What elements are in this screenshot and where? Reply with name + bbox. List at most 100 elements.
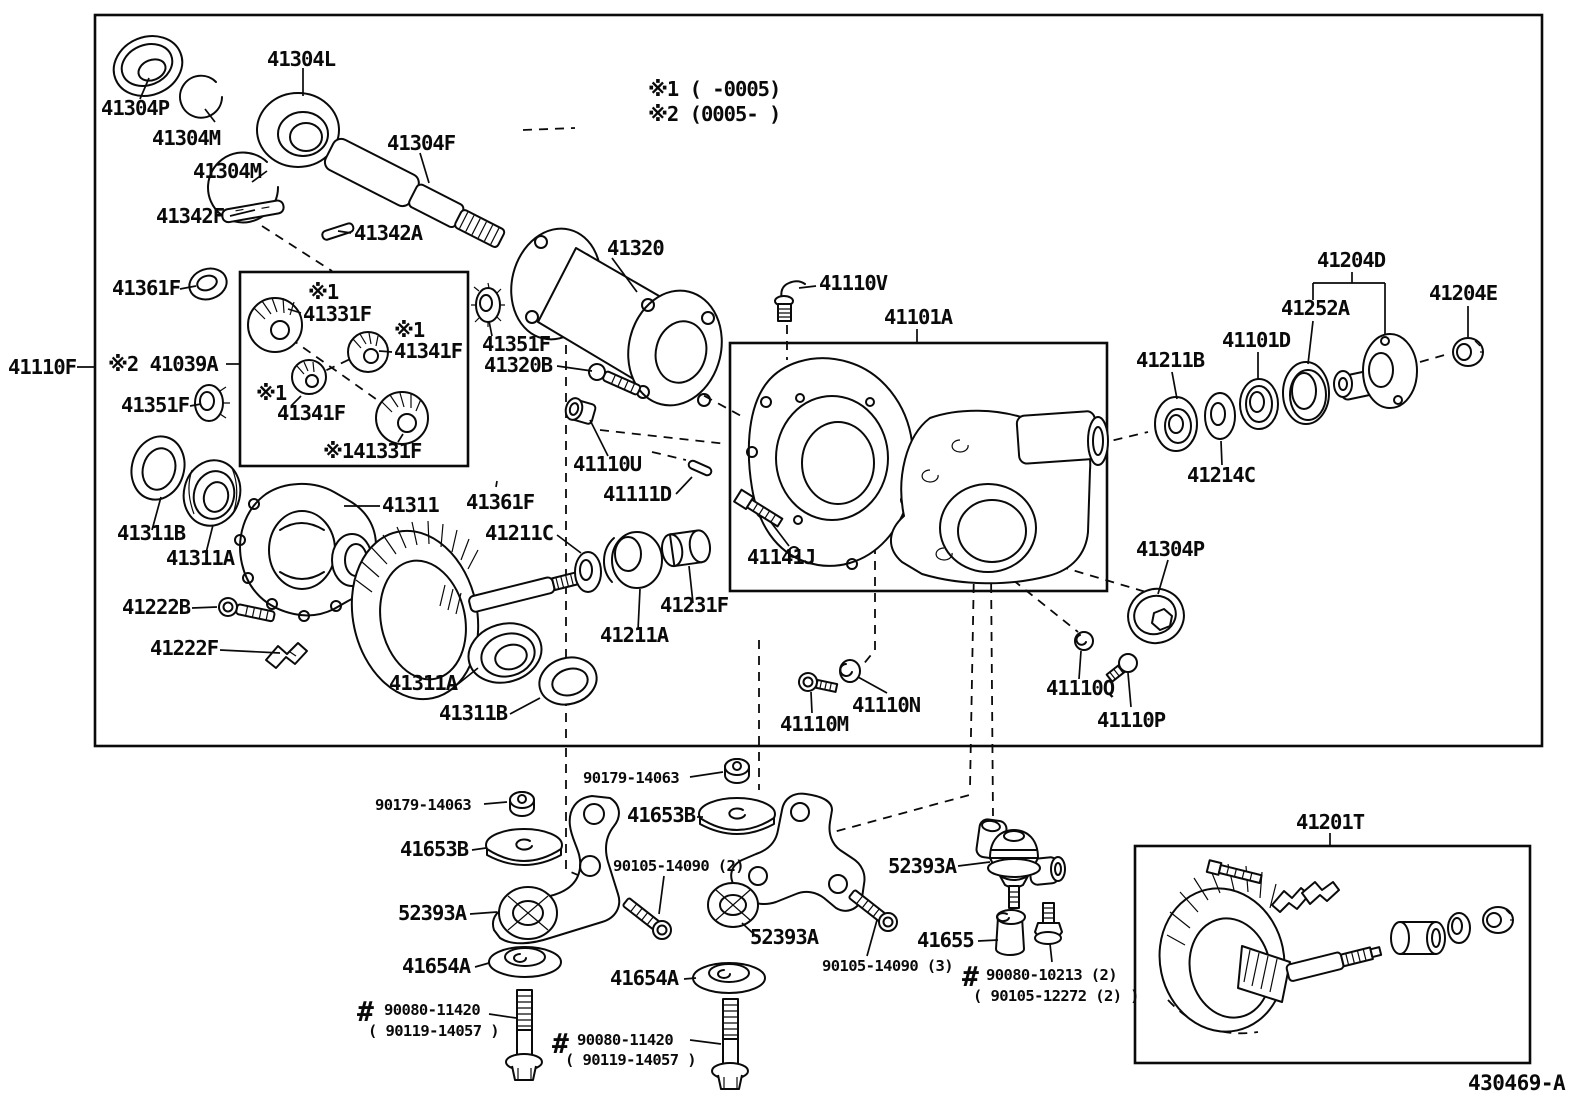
label-41311: 41311 <box>382 493 439 517</box>
label-41331F-1: 41331F <box>303 302 372 326</box>
drawing-pin-41342A <box>321 222 355 241</box>
label-41110F: 41110F <box>8 355 77 379</box>
drawing-flanged-tube-41320 <box>510 227 723 407</box>
label-52393A-middle: 52393A <box>750 925 820 949</box>
drawing-washer-41654A-right <box>692 962 766 994</box>
label-ref1-a: ※1 <box>308 280 339 304</box>
label-41110N: 41110N <box>852 693 921 717</box>
drawing-cushion-41653B-left <box>485 828 563 866</box>
note-line-1: ※1 ( -0005) <box>648 77 780 101</box>
label-41039A: ※2 41039A <box>108 352 219 376</box>
drawing-ball-joint-52393A <box>975 818 1066 909</box>
label-41654A-right: 41654A <box>610 966 680 990</box>
drawing-nut-90179-left <box>509 791 535 817</box>
drawing-cushion-41653B-right <box>698 797 776 835</box>
label-41110P: 41110P <box>1097 708 1166 732</box>
drawing-snapring-small-41304M <box>179 74 223 119</box>
drawing-bearing-41304L <box>256 92 340 168</box>
label-41231F: 41231F <box>660 593 729 617</box>
label-41304L: 41304L <box>267 47 336 71</box>
label-90080-11420-left: 90080-11420 <box>384 1001 480 1019</box>
drawing-washer-41654A-left <box>488 946 562 978</box>
label-90105-14090-2: 90105-14090 (2) <box>613 857 744 875</box>
label-41211A: 41211A <box>600 623 670 647</box>
label-hash-c: # <box>962 960 979 993</box>
drawing-kit-spacer <box>1390 921 1446 955</box>
drawing-bearing-41311A-a <box>182 459 242 527</box>
label-hash-b: # <box>552 1027 569 1060</box>
label-52393A-left: 52393A <box>398 901 468 925</box>
drawing-nut-41110N <box>839 659 861 683</box>
drawing-seal-41101D <box>1239 378 1279 430</box>
label-41141J: 41141J <box>747 545 815 569</box>
drawing-number: 430469-A <box>1468 1071 1566 1095</box>
label-90080-11420-right: 90080-11420 <box>577 1031 673 1049</box>
drawing-bolt-90105-left <box>622 897 672 940</box>
label-41341F-1: 41341F <box>394 339 463 363</box>
drawing-seal-41311B-b <box>538 656 598 706</box>
leader-lines <box>77 68 1469 1045</box>
label-90119-14057-left: ( 90119-14057 ) <box>368 1022 499 1040</box>
label-90080-10213: 90080-10213 (2) <box>986 966 1117 984</box>
drawing-nut-41110Q <box>1074 631 1094 651</box>
label-41320: 41320 <box>607 236 664 260</box>
label-41204E: 41204E <box>1429 281 1497 305</box>
note-line-2: ※2 (0005- ) <box>648 102 780 126</box>
spider-gear-kit-box <box>238 270 470 468</box>
drawing-shim-41351F-a <box>194 384 230 422</box>
drawing-kit-lock-plates <box>1271 881 1340 913</box>
label-ref1-c: ※1 <box>256 381 287 405</box>
drawing-bolt-41320B <box>588 363 642 396</box>
drawing-kit-pinion-41201T <box>1237 945 1383 1003</box>
label-41311A-2: 41311A <box>389 671 459 695</box>
label-41111D: 41111D <box>603 482 672 506</box>
label-41211C: 41211C <box>485 521 553 545</box>
label-41101D: 41101D <box>1222 328 1291 352</box>
label-90179-14063-left: 90179-14063 <box>375 796 471 814</box>
label-41214C: 41214C <box>1187 463 1255 487</box>
drawing-bolt-90105-right <box>847 888 898 932</box>
drawing-carrier-housing-41101A <box>890 409 1109 585</box>
drawing-bolt-41110M <box>798 672 839 693</box>
drawing-sleeve-41655 <box>995 909 1026 956</box>
label-41341F-2: 41341F <box>277 401 346 425</box>
label-41653B-left: 41653B <box>400 837 469 861</box>
drawing-washer-41361F-a <box>188 267 228 301</box>
label-41304P-top: 41304P <box>101 96 170 120</box>
drawing-seal-41304P-bottom <box>1127 587 1185 645</box>
drawing-carrier-cover-41101A <box>746 357 915 570</box>
drawing-bolt-90080-11420-left <box>505 989 543 1081</box>
drawing-bolt-41141J <box>733 488 784 528</box>
main-assembly-box <box>93 13 1544 748</box>
label-41222B: 41222B <box>122 595 191 619</box>
label-41252A: 41252A <box>1281 296 1351 320</box>
label-41311A-1: 41311A <box>166 546 236 570</box>
drawing-deflector-41252A <box>1282 361 1330 425</box>
label-41342A: 41342A <box>354 221 424 245</box>
label-41351F-2: 41351F <box>482 332 551 356</box>
drawing-breather-41110V <box>774 280 806 322</box>
label-41320B: 41320B <box>484 353 553 377</box>
part-drawings <box>112 35 1514 1090</box>
label-41110M: 41110M <box>780 712 849 736</box>
drawing-shaft-41304F <box>323 137 506 248</box>
label-41351F-1: 41351F <box>121 393 190 417</box>
drawing-plug-41110U <box>564 397 597 425</box>
label-41654A-left: 41654A <box>402 954 472 978</box>
drawing-kit-nut <box>1482 906 1514 934</box>
label-41361F-1: 41361F <box>112 276 181 300</box>
label-41211B: 41211B <box>1136 348 1205 372</box>
label-41304P-bottom: 41304P <box>1136 537 1205 561</box>
drawing-seal-41311B-a <box>130 435 186 501</box>
label-41304F: 41304F <box>387 131 456 155</box>
label-41311B-1: 41311B <box>117 521 186 545</box>
drawing-bracket-52393A-left <box>492 795 621 945</box>
label-ref1-b: ※1 <box>394 318 425 342</box>
drawing-seal-41304P-top <box>112 35 184 97</box>
drawing-kit-washer <box>1447 912 1471 944</box>
drawing-spacer-41211A <box>602 531 663 589</box>
drawing-bearing-41211B <box>1154 396 1198 452</box>
label-41222F: 41222F <box>150 636 219 660</box>
drawing-companion-flange-41204D <box>1333 333 1418 409</box>
